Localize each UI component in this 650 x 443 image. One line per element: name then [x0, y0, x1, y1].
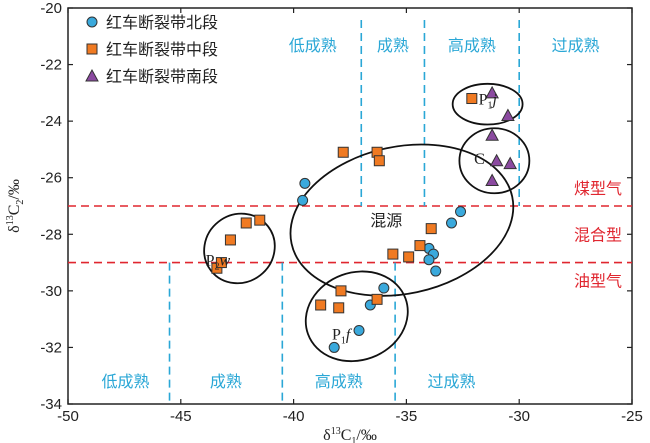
- data-point-square: [403, 251, 415, 263]
- data-point-circle: [423, 254, 435, 266]
- group-ellipse: [289, 143, 515, 297]
- data-point-circle: [297, 194, 309, 206]
- series-square: [211, 93, 478, 314]
- y-tick-label: -32: [40, 339, 62, 356]
- y-tick-label: -22: [40, 57, 62, 74]
- group-label: C: [474, 151, 485, 168]
- x-tick-label: -25: [621, 408, 643, 425]
- x-tick-label: -45: [170, 408, 192, 425]
- x-axis-label: δ13C1/‰: [323, 426, 377, 443]
- y-tick-label: -30: [40, 283, 62, 300]
- group-label-rest: f: [346, 326, 353, 343]
- group-label-rest: w: [220, 253, 231, 270]
- x-axis-label-sub: 1: [351, 436, 356, 443]
- legend-marker-triangle: [85, 68, 99, 82]
- data-point-square: [315, 299, 327, 311]
- x-axis-label-base: C: [341, 427, 352, 443]
- group-label: P1f: [332, 326, 353, 346]
- x-tick-label: -35: [396, 408, 418, 425]
- data-point-triangle: [485, 85, 499, 99]
- data-point-square: [215, 257, 227, 269]
- maturity-label-lower: 高成熟: [315, 372, 363, 391]
- data-point-square: [425, 223, 437, 235]
- data-point-square: [224, 234, 236, 246]
- group-ellipse: [304, 270, 409, 363]
- data-point-circle: [378, 282, 390, 294]
- legend-label: 红车断裂带中段: [106, 40, 218, 59]
- group-label: 混源: [370, 211, 402, 230]
- data-point-triangle: [489, 153, 504, 167]
- data-point-square: [240, 217, 252, 229]
- series-triangle: [485, 85, 518, 187]
- y-axis-label: δ13C2/‰: [5, 179, 26, 233]
- group-label-base: P: [332, 326, 341, 343]
- group-ellipse: [451, 82, 524, 126]
- y-axis-label-delta: δ: [6, 225, 23, 233]
- y-tick-label: -26: [40, 170, 62, 187]
- data-point-circle: [353, 324, 365, 336]
- maturity-label-upper: 低成熟: [289, 36, 337, 55]
- data-point-square: [335, 285, 347, 297]
- data-point-square: [466, 93, 478, 105]
- x-tick-label: -40: [283, 408, 305, 425]
- group-label-sub: 1: [341, 335, 346, 346]
- group-ellipse: [458, 127, 531, 195]
- legend-label: 红车断裂带南段: [106, 67, 218, 86]
- legend-marker-square: [86, 43, 98, 55]
- group-label-base: P: [479, 92, 488, 109]
- gas-type-label-coal: 煤型气: [574, 179, 622, 198]
- x-axis-label-unit: /‰: [356, 427, 376, 443]
- group-label-rest: j: [490, 92, 497, 109]
- maturity-label-lower: 成熟: [210, 372, 242, 391]
- x-axis-label-delta: δ: [323, 427, 331, 443]
- data-point-square: [414, 240, 426, 252]
- maturity-label-lower: 低成熟: [102, 372, 150, 391]
- data-point-square: [254, 214, 266, 226]
- data-point-square: [373, 155, 385, 167]
- gas-type-label-oil: 油型气: [574, 272, 622, 291]
- x-axis-label-sup: 13: [331, 426, 341, 437]
- y-axis-label-sup: 13: [5, 215, 16, 225]
- gas-type-label-mixed: 混合型: [574, 225, 622, 244]
- maturity-label-lower: 过成熟: [428, 372, 476, 391]
- data-point-circle: [299, 177, 311, 189]
- x-tick-label: -30: [508, 408, 530, 425]
- x-tick-label: -50: [57, 408, 79, 425]
- data-point-circle: [455, 206, 467, 218]
- data-point-circle: [430, 265, 442, 277]
- group-label: P2w: [206, 253, 231, 273]
- group-label-sub: 1: [487, 101, 492, 112]
- y-tick-label: -24: [40, 113, 62, 130]
- y-tick-label: -28: [40, 226, 62, 243]
- data-point-square: [371, 293, 383, 305]
- group-label: P1j: [479, 92, 498, 112]
- maturity-label-upper: 高成熟: [448, 36, 496, 55]
- data-point-square: [337, 146, 349, 158]
- legend-marker-circle: [86, 16, 98, 28]
- y-axis-label-sub: 2: [15, 200, 26, 205]
- data-point-circle: [446, 217, 458, 229]
- group-ellipse: [203, 212, 276, 285]
- y-tick-label: -34: [40, 396, 62, 413]
- data-point-circle: [328, 341, 340, 353]
- legend-label: 红车断裂带北段: [106, 13, 218, 32]
- series-circle: [297, 177, 467, 353]
- data-point-triangle: [501, 108, 515, 121]
- data-point-triangle: [485, 128, 499, 141]
- y-tick-label: -20: [40, 0, 62, 17]
- data-point-square: [387, 248, 399, 260]
- group-label-sub: 2: [215, 262, 220, 273]
- data-point-square: [333, 302, 345, 314]
- y-axis-label-base: C: [6, 205, 23, 216]
- group-label-base: P: [206, 253, 215, 270]
- data-point-triangle: [485, 173, 499, 187]
- maturity-label-upper: 成熟: [377, 36, 409, 55]
- maturity-label-upper: 过成熟: [552, 36, 600, 55]
- y-axis-label-unit: /‰: [6, 179, 23, 199]
- data-point-triangle: [503, 156, 518, 170]
